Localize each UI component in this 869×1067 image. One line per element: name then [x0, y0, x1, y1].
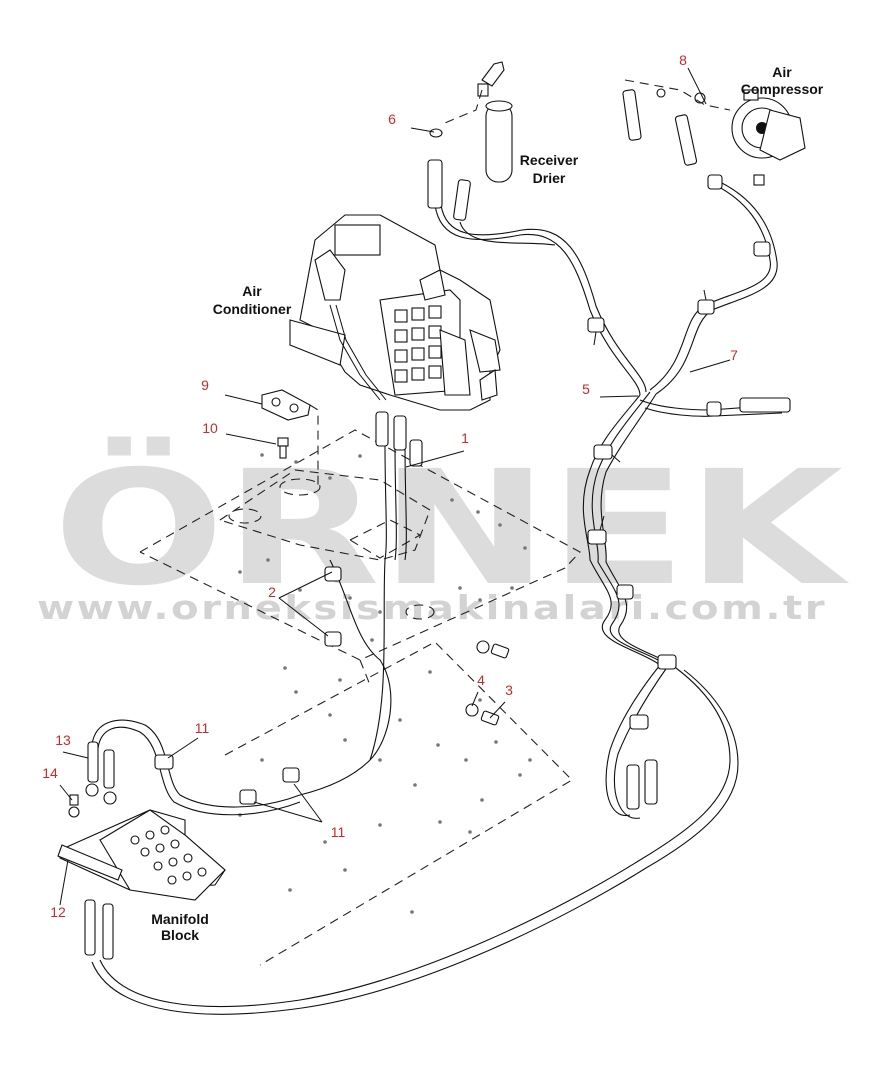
label-receiver-drier-line1: Receiver [520, 152, 579, 168]
callout-3: 3 [505, 682, 513, 698]
label-manifold-block-line1: Manifold [151, 911, 209, 927]
clamp-icon [282, 767, 300, 783]
component-labels: Air Compressor Receiver Drier Air Condit… [151, 64, 824, 943]
callout-14: 14 [42, 765, 58, 781]
label-air-conditioner-line2: Conditioner [213, 301, 292, 317]
clamp-icon [706, 401, 722, 417]
clamp-icon [587, 317, 605, 346]
manifold-ports [130, 825, 207, 885]
callout-12: 12 [50, 904, 66, 920]
label-receiver-drier-line2: Drier [533, 170, 566, 186]
callout-5: 5 [582, 381, 590, 397]
receiver-drier [429, 61, 513, 183]
clamp-icon [587, 515, 607, 545]
callout-6: 6 [388, 111, 396, 127]
clamp-icon [616, 584, 634, 600]
clamp-icon [697, 289, 715, 315]
watermark-url: www.orneksismakinalari.com.tr [37, 588, 827, 627]
clamp-icon [324, 631, 342, 647]
air-conditioner-unit [289, 214, 501, 467]
label-air-conditioner-line1: Air [242, 283, 262, 299]
callout-9: 9 [201, 377, 209, 393]
callout-numbers: 8 6 9 10 1 5 7 2 4 3 11 11 13 14 12 [42, 52, 738, 920]
clamp-icon [629, 714, 649, 730]
floor-holes [238, 453, 532, 914]
watermark: ÖRNEK www.orneksismakinalari.com.tr [37, 435, 850, 627]
label-air-compressor-line1: Air [772, 64, 792, 80]
vent-slots [394, 305, 442, 383]
watermark-text: ÖRNEK [53, 435, 850, 621]
callout-4: 4 [477, 672, 485, 688]
clamp-plate-9 [261, 389, 319, 485]
manifold-block [57, 741, 226, 960]
callout-7: 7 [730, 347, 738, 363]
callout-10: 10 [202, 420, 218, 436]
bolt-nut-3-4 [465, 640, 510, 726]
clamp-icon [657, 654, 677, 670]
clamp-icon [154, 754, 174, 770]
clamp-icon [593, 444, 621, 463]
hose-fittings [427, 89, 791, 810]
callout-8: 8 [679, 52, 687, 68]
label-manifold-block-line2: Block [161, 927, 199, 943]
callout-13: 13 [55, 732, 71, 748]
clamp-icon [707, 174, 723, 190]
hose-assembly-5-7 [91, 181, 783, 1015]
callout-2: 2 [268, 584, 276, 600]
clamp-icon [753, 241, 771, 257]
callout-1: 1 [461, 430, 469, 446]
callout-11-lower: 11 [331, 824, 346, 840]
clamp-icon [324, 566, 342, 582]
callout-11-upper: 11 [195, 720, 210, 736]
hose-clamps [154, 174, 771, 805]
bolt-10 [277, 437, 289, 459]
cab-floor-plate [139, 429, 581, 966]
leader-lines [59, 67, 731, 906]
air-compressor [624, 79, 806, 186]
clamp-icon [239, 789, 257, 805]
label-air-compressor-line2: Compressor [741, 81, 824, 97]
